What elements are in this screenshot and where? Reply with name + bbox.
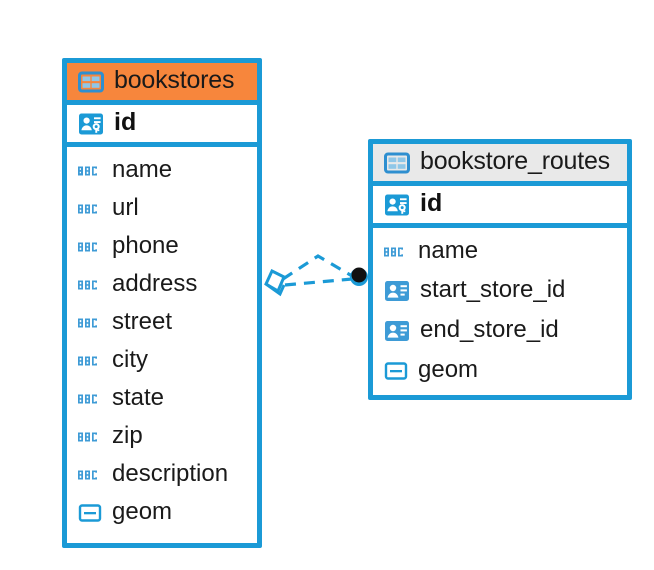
- entity-bookstores-title: bookstores: [114, 65, 235, 94]
- entity-bookstores-primary-key-label: id: [114, 107, 137, 136]
- attribute-label: name: [418, 236, 479, 264]
- entity-bookstore-routes[interactable]: bookstore_routes id: [368, 139, 632, 400]
- attribute-label: geom: [112, 497, 173, 525]
- attribute-row-name[interactable]: name: [67, 152, 257, 190]
- entity-bookstore-routes-primary-key-row[interactable]: id: [373, 186, 627, 228]
- attribute-label: city: [112, 345, 148, 373]
- abc-text-icon: [77, 462, 103, 488]
- entity-bookstores[interactable]: bookstores id: [62, 58, 262, 548]
- attribute-label: phone: [112, 231, 179, 259]
- entity-bookstore-routes-primary-key-label: id: [420, 188, 443, 217]
- geometry-icon: [77, 500, 103, 526]
- relationship-line-lower: [284, 277, 353, 287]
- attribute-row-city[interactable]: city: [67, 342, 257, 380]
- attribute-label: description: [112, 459, 229, 487]
- foreign-key-icon: [383, 317, 411, 345]
- entity-bookstores-primary-key-row[interactable]: id: [67, 105, 257, 147]
- abc-text-icon: [77, 272, 103, 298]
- abc-text-icon: [77, 386, 103, 412]
- filled-circle-marker: [350, 267, 368, 286]
- entity-bookstore-routes-attribute-list: name start_store_id: [373, 228, 627, 397]
- attribute-label: zip: [112, 421, 143, 449]
- abc-text-icon: [77, 310, 103, 336]
- entity-bookstores-header[interactable]: bookstores: [67, 63, 257, 105]
- abc-text-icon: [77, 158, 103, 184]
- entity-bookstore-routes-header[interactable]: bookstore_routes: [373, 144, 627, 186]
- relationship-line-upper: [282, 254, 353, 281]
- geometry-icon: [383, 358, 409, 384]
- abc-text-icon: [383, 239, 409, 265]
- attribute-row-name[interactable]: name: [373, 233, 627, 271]
- foreign-key-icon: [383, 277, 411, 305]
- abc-text-icon: [77, 424, 103, 450]
- attribute-label: url: [112, 193, 139, 221]
- attribute-row-description[interactable]: description: [67, 456, 257, 494]
- table-icon: [77, 68, 105, 96]
- table-icon: [383, 149, 411, 177]
- attribute-label: street: [112, 307, 173, 335]
- attribute-row-geom[interactable]: geom: [373, 351, 627, 391]
- attribute-label: end_store_id: [420, 315, 559, 343]
- attribute-label: name: [112, 155, 173, 183]
- primary-key-icon: [383, 191, 411, 219]
- attribute-label: start_store_id: [420, 275, 566, 303]
- attribute-row-phone[interactable]: phone: [67, 228, 257, 266]
- attribute-row-address[interactable]: address: [67, 266, 257, 304]
- primary-key-icon: [77, 110, 105, 138]
- rhombus-marker: [264, 268, 286, 297]
- attribute-label: address: [112, 269, 198, 297]
- entity-bookstores-attribute-list: name: [67, 147, 257, 538]
- attribute-row-geom[interactable]: geom: [67, 494, 257, 532]
- attribute-row-street[interactable]: street: [67, 304, 257, 342]
- abc-text-icon: [77, 196, 103, 222]
- attribute-row-zip[interactable]: zip: [67, 418, 257, 456]
- attribute-row-start-store-id[interactable]: start_store_id: [373, 271, 627, 311]
- attribute-row-url[interactable]: url: [67, 190, 257, 228]
- attribute-label: geom: [418, 355, 479, 383]
- entity-bookstore-routes-title: bookstore_routes: [420, 146, 610, 175]
- attribute-label: state: [112, 383, 165, 411]
- attribute-row-state[interactable]: state: [67, 380, 257, 418]
- attribute-row-end-store-id[interactable]: end_store_id: [373, 311, 627, 351]
- abc-text-icon: [77, 348, 103, 374]
- abc-text-icon: [77, 234, 103, 260]
